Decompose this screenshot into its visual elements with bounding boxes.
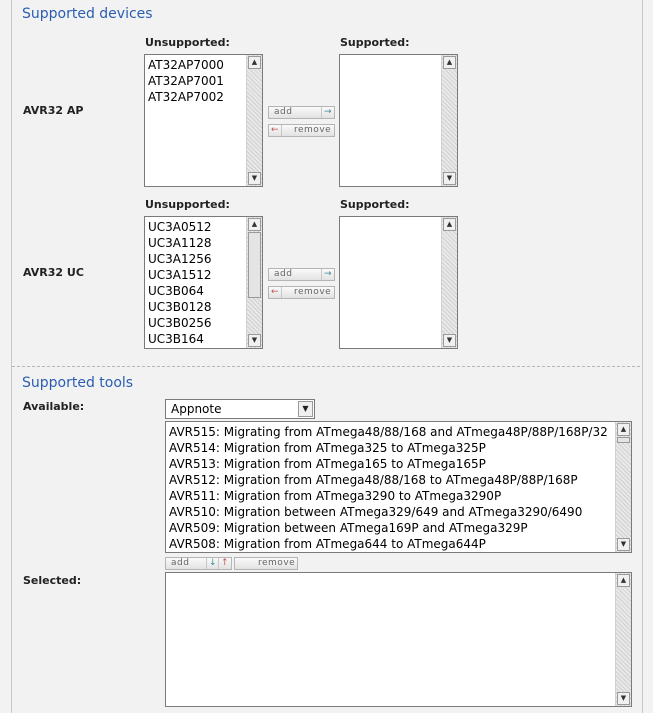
scroll-up-arrow-icon[interactable]: ▲ xyxy=(617,574,630,587)
available-tools-list[interactable]: AVR515: Migrating from ATmega48/88/168 a… xyxy=(165,421,632,553)
list-item[interactable]: AVR509: Migration between ATmega169P and… xyxy=(169,521,528,535)
remove-button-label: remove xyxy=(294,287,332,297)
arrow-right-icon: → xyxy=(321,107,334,118)
selected-tools-list[interactable]: ▲ ▼ xyxy=(165,572,632,707)
supported-devices-heading: Supported devices xyxy=(22,6,153,22)
list-item[interactable]: UC3B064 xyxy=(148,284,204,298)
list-item[interactable]: AVR513: Migration from ATmega165 to ATme… xyxy=(169,457,486,471)
tools-remove-button[interactable]: remove xyxy=(234,557,298,570)
scroll-down-arrow-icon[interactable]: ▼ xyxy=(617,692,630,705)
scroll-down-arrow-icon[interactable]: ▼ xyxy=(248,172,261,185)
list-item[interactable]: UC3B164 xyxy=(148,332,204,346)
list-item[interactable]: UC3B0256 xyxy=(148,316,212,330)
selected-tools-scrollbar[interactable]: ▲ ▼ xyxy=(615,573,631,706)
list-item[interactable]: AT32AP7002 xyxy=(148,90,224,104)
ap-add-button[interactable]: add → xyxy=(268,106,335,119)
ap-supported-scrollbar[interactable]: ▲ ▼ xyxy=(441,55,457,186)
arrow-left-icon: ← xyxy=(269,287,282,298)
scroll-down-arrow-icon[interactable]: ▼ xyxy=(443,172,456,185)
scroll-down-arrow-icon[interactable]: ▼ xyxy=(248,334,261,347)
scroll-down-arrow-icon[interactable]: ▼ xyxy=(617,538,630,551)
add-button-label: add xyxy=(274,107,293,117)
scrollbar-thumb[interactable] xyxy=(617,437,630,443)
selected-label: Selected: xyxy=(23,574,82,587)
scroll-up-arrow-icon[interactable]: ▲ xyxy=(617,423,630,436)
ap-supported-list[interactable]: ▲ ▼ xyxy=(339,54,458,187)
scroll-up-arrow-icon[interactable]: ▲ xyxy=(443,56,456,69)
ap-unsupported-items: AT32AP7000 AT32AP7001 AT32AP7002 xyxy=(148,57,244,105)
arrow-down-icon: ↓ xyxy=(206,558,219,569)
remove-button-label: remove xyxy=(294,125,332,135)
ap-unsupported-scrollbar[interactable]: ▲ ▼ xyxy=(246,55,262,186)
ap-remove-button[interactable]: ← remove xyxy=(268,124,335,137)
scrollbar-thumb[interactable] xyxy=(248,232,261,298)
supported-tools-heading: Supported tools xyxy=(22,375,134,391)
list-item[interactable]: UC3A1256 xyxy=(148,252,212,266)
add-button-label: add xyxy=(171,558,190,568)
uc-supported-scrollbar[interactable]: ▲ ▼ xyxy=(441,217,457,348)
ap-unsupported-list[interactable]: AT32AP7000 AT32AP7001 AT32AP7002 ▲ ▼ xyxy=(144,54,263,187)
tool-type-value: Appnote xyxy=(171,402,222,416)
available-tools-scrollbar[interactable]: ▲ ▼ xyxy=(615,422,631,552)
arrow-up-icon: ↑ xyxy=(218,558,231,569)
uc-supported-label: Supported: xyxy=(340,198,410,211)
tool-type-select[interactable]: Appnote ▼ xyxy=(165,399,315,419)
available-label: Available: xyxy=(23,400,85,413)
uc-unsupported-label: Unsupported: xyxy=(145,198,230,211)
add-button-label: add xyxy=(274,269,293,279)
list-item[interactable]: AVR512: Migration from ATmega48/88/168 t… xyxy=(169,473,578,487)
list-item[interactable]: AVR511: Migration from ATmega3290 to ATm… xyxy=(169,489,502,503)
uc-remove-button[interactable]: ← remove xyxy=(268,286,335,299)
list-item[interactable]: AVR515: Migrating from ATmega48/88/168 a… xyxy=(169,425,608,439)
ap-unsupported-label: Unsupported: xyxy=(145,36,230,49)
ap-group-label: AVR32 AP xyxy=(23,104,84,117)
uc-unsupported-scrollbar[interactable]: ▲ ▼ xyxy=(246,217,262,348)
ap-supported-label: Supported: xyxy=(340,36,410,49)
scroll-up-arrow-icon[interactable]: ▲ xyxy=(248,218,261,231)
arrow-right-icon: → xyxy=(321,269,334,280)
uc-supported-list[interactable]: ▲ ▼ xyxy=(339,216,458,349)
uc-unsupported-items: UC3A0512 UC3A1128 UC3A1256 UC3A1512 UC3B… xyxy=(148,219,244,347)
chevron-down-icon[interactable]: ▼ xyxy=(298,401,313,417)
arrow-left-icon: ← xyxy=(269,125,282,136)
uc-unsupported-list[interactable]: UC3A0512 UC3A1128 UC3A1256 UC3A1512 UC3B… xyxy=(144,216,263,349)
section-divider xyxy=(12,366,640,367)
list-item[interactable]: UC3A1512 xyxy=(148,268,212,282)
scroll-up-arrow-icon[interactable]: ▲ xyxy=(248,56,261,69)
list-item[interactable]: AVR510: Migration between ATmega329/649 … xyxy=(169,505,583,519)
available-tools-items: AVR515: Migrating from ATmega48/88/168 a… xyxy=(169,424,611,552)
scroll-down-arrow-icon[interactable]: ▼ xyxy=(443,334,456,347)
list-item[interactable]: AT32AP7000 xyxy=(148,58,224,72)
list-item[interactable]: UC3B0128 xyxy=(148,300,212,314)
list-item[interactable]: UC3A0512 xyxy=(148,220,212,234)
uc-add-button[interactable]: add → xyxy=(268,268,335,281)
list-item[interactable]: AT32AP7001 xyxy=(148,74,224,88)
scroll-up-arrow-icon[interactable]: ▲ xyxy=(443,218,456,231)
remove-button-label: remove xyxy=(258,558,296,568)
uc-group-label: AVR32 UC xyxy=(23,266,84,279)
list-item[interactable]: AVR514: Migration from ATmega325 to ATme… xyxy=(169,441,486,455)
list-item[interactable]: AVR508: Migration from ATmega644 to ATme… xyxy=(169,537,486,551)
tools-add-button[interactable]: add ↓ ↑ xyxy=(165,557,232,570)
list-item[interactable]: UC3A1128 xyxy=(148,236,212,250)
